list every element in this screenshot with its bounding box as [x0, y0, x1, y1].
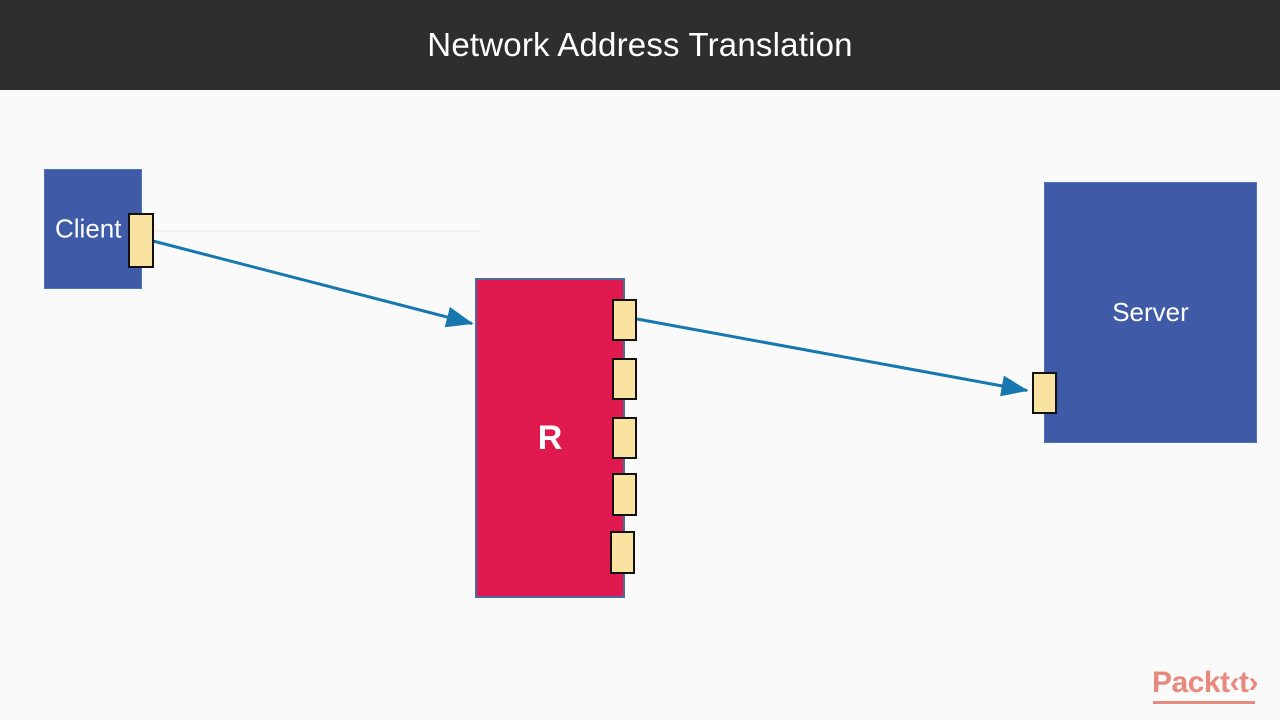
slide-header: Network Address Translation [0, 0, 1280, 90]
port-client-1[interactable] [128, 213, 154, 268]
packt-wordmark-text: Packt [1152, 666, 1230, 699]
node-router[interactable]: R [475, 278, 625, 598]
packt-logo-underline [1153, 701, 1255, 704]
port-router-1[interactable] [612, 299, 637, 341]
packt-wordmark: Packt‹t› [1152, 666, 1259, 699]
node-client-label: Client [55, 213, 122, 244]
packt-logo: Packt‹t› [1152, 666, 1259, 708]
page-title: Network Address Translation [427, 26, 853, 63]
node-router-label: R [537, 418, 563, 457]
port-server-1[interactable] [1032, 372, 1057, 414]
port-router-2[interactable] [612, 358, 637, 400]
packt-wordmark-mark: ‹t› [1229, 666, 1259, 699]
node-server-label: Server [1112, 297, 1189, 327]
node-server[interactable]: Server [1044, 182, 1257, 443]
port-router-4[interactable] [612, 473, 637, 516]
port-router-5[interactable] [610, 531, 635, 574]
port-router-3[interactable] [612, 417, 637, 459]
